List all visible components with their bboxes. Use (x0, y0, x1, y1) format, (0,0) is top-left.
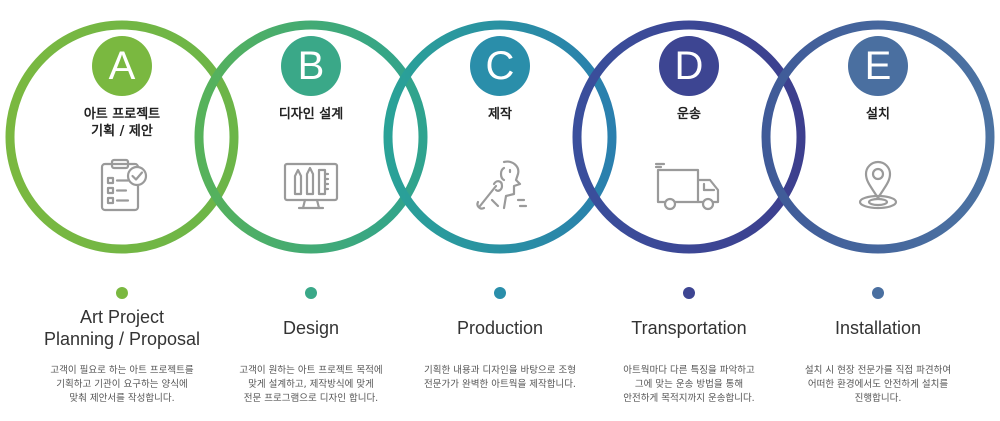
step-dot (116, 287, 128, 299)
step-korean-title: 제작 (488, 107, 512, 122)
step-b: B 디자인 설계 Design 고객이 원하는 아트 프로젝트 목적에 맞게 설… (211, 0, 411, 421)
ring-b (194, 20, 428, 254)
ring-c (383, 20, 617, 254)
step-description: 고객이 원하는 아트 프로젝트 목적에 맞게 설계하고, 제작방식에 맞게 전문… (239, 365, 383, 404)
step-letter-badge: E (848, 36, 908, 96)
step-english-title: Design (282, 318, 340, 338)
step-dot (683, 287, 695, 299)
delivery-truck-icon (654, 156, 724, 216)
step-d: D 운송 Transportation 아트웍마다 다른 특징을 파악하고 그에… (589, 0, 789, 421)
step-description: 기획한 내용과 디자인을 바탕으로 조형 전문가가 완벽한 아트웍을 제작합니다… (424, 365, 576, 390)
step-e: E 설치 Installation 설치 시 현장 전문가를 직접 파견하여 어… (778, 0, 978, 421)
step-letter-badge: D (659, 36, 719, 96)
step-c: C 제작 Production 기획한 내용과 디자인을 바탕으로 조형 전문가… (400, 0, 600, 421)
step-english-title: Installation (834, 318, 922, 338)
ring-d (572, 20, 806, 254)
clipboard-checklist-icon (92, 156, 152, 216)
ring-a (5, 20, 239, 254)
step-korean-title: 아트 프로젝트 기획 / 제안 (83, 107, 161, 139)
step-korean-title: 운송 (677, 107, 701, 122)
step-description: 설치 시 현장 전문가를 직접 파견하여 어떠한 환경에서도 안전하게 설치를 … (804, 365, 952, 404)
step-dot (872, 287, 884, 299)
step-english-title: Production (456, 318, 544, 338)
step-letter-badge: C (470, 36, 530, 96)
step-korean-title: 디자인 설계 (278, 107, 344, 122)
location-pin-icon (848, 156, 908, 216)
sculpting-hands-icon (470, 156, 530, 216)
step-dot (494, 287, 506, 299)
step-letter-badge: A (92, 36, 152, 96)
monitor-design-tools-icon (281, 156, 341, 216)
step-letter-badge: B (281, 36, 341, 96)
step-korean-title: 설치 (866, 107, 890, 122)
step-english-title: Transportation (631, 318, 747, 338)
step-description: 아트웍마다 다른 특징을 파악하고 그에 맞는 운송 방법을 통해 안전하게 목… (623, 365, 755, 404)
ring-e (761, 20, 995, 254)
step-description: 고객이 필요로 하는 아트 프로젝트를 기획하고 기관이 요구하는 양식에 맞춰… (50, 365, 194, 404)
step-dot (305, 287, 317, 299)
